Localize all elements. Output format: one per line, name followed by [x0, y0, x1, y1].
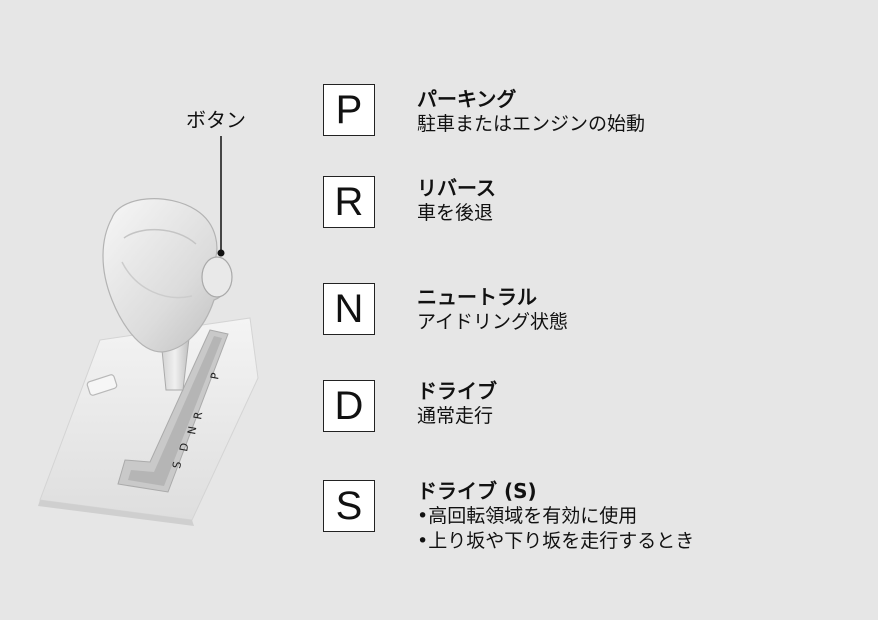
position-text-r: リバース 車を後退: [417, 175, 496, 226]
position-desc-line: 駐車またはエンジンの始動: [417, 113, 646, 135]
gate-letter-n: N: [185, 425, 199, 435]
position-desc-s: •高回転領域を有効に使用 •上り坂や下り坂を走行するとき: [417, 504, 694, 554]
button-label: ボタン: [186, 108, 246, 132]
position-desc-d: 通常走行: [417, 404, 497, 429]
position-text-n: ニュートラル アイドリング状態: [417, 284, 568, 335]
position-box-p: P: [323, 84, 375, 136]
button-leader-dot: [217, 249, 225, 257]
position-text-p: パーキング 駐車またはエンジンの始動: [417, 86, 645, 137]
position-name-d: ドライブ: [417, 379, 497, 403]
position-name-p: パーキング: [417, 87, 517, 111]
position-desc-r: 車を後退: [417, 201, 496, 226]
position-name-s: ドライブ (S): [417, 479, 537, 503]
position-desc-line: アイドリング状態: [417, 311, 569, 333]
shift-knob: [102, 198, 230, 353]
position-text-d: ドライブ 通常走行: [417, 378, 497, 429]
position-box-n: N: [323, 283, 375, 335]
position-box-d: D: [323, 380, 375, 432]
position-desc-n: アイドリング状態: [417, 310, 568, 335]
position-desc-p: 駐車またはエンジンの始動: [417, 112, 645, 137]
position-desc-line: •高回転領域を有効に使用: [417, 505, 638, 527]
gate-letter-p: P: [208, 371, 222, 380]
position-name-r: リバース: [417, 176, 496, 200]
knob-side-button: [201, 256, 233, 298]
position-text-s: ドライブ (S) •高回転領域を有効に使用 •上り坂や下り坂を走行するとき: [417, 478, 694, 554]
console-indicator-slot: [86, 374, 118, 396]
position-name-n: ニュートラル: [417, 285, 537, 309]
gate-letter-r: R: [191, 410, 205, 420]
position-desc-line: •上り坂や下り坂を走行するとき: [417, 530, 695, 552]
position-desc-line: 通常走行: [417, 405, 494, 427]
position-box-r: R: [323, 176, 375, 228]
gate-letter-s: S: [170, 460, 184, 469]
gate-letter-d: D: [177, 442, 191, 453]
position-desc-line: 車を後退: [417, 202, 494, 224]
position-box-s: S: [323, 480, 375, 532]
